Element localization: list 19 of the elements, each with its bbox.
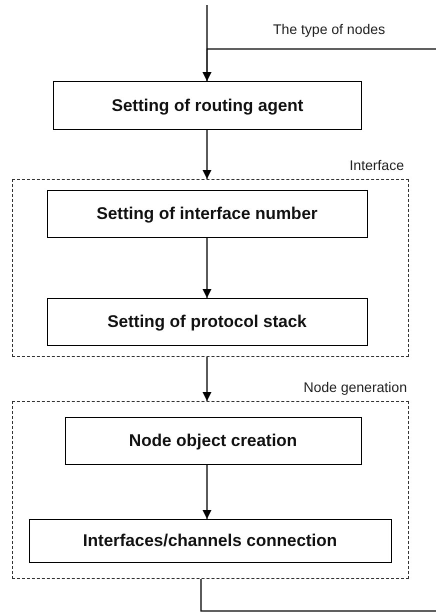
arrow: [202, 357, 212, 401]
step-label: Setting of interface number: [96, 204, 318, 224]
step-label: Setting of protocol stack: [107, 312, 307, 332]
step-label: Node object creation: [128, 430, 298, 450]
arrow: [202, 238, 212, 298]
step-label: Setting of routing agent: [112, 96, 304, 116]
arrow: [202, 465, 212, 519]
arrow: [202, 130, 212, 179]
process-box: [53, 81, 362, 130]
process-box: [28, 518, 392, 562]
process-box: [46, 190, 368, 238]
step-label: Interfaces/channels connection: [82, 530, 338, 550]
process-box: [46, 298, 368, 346]
group-heading: Interface: [350, 157, 404, 173]
process-box: [64, 416, 362, 464]
arrow: [202, 48, 436, 81]
edge-label: The type of nodes: [272, 21, 386, 37]
group-heading: Node generation: [303, 379, 407, 395]
connector-line: [200, 579, 436, 612]
